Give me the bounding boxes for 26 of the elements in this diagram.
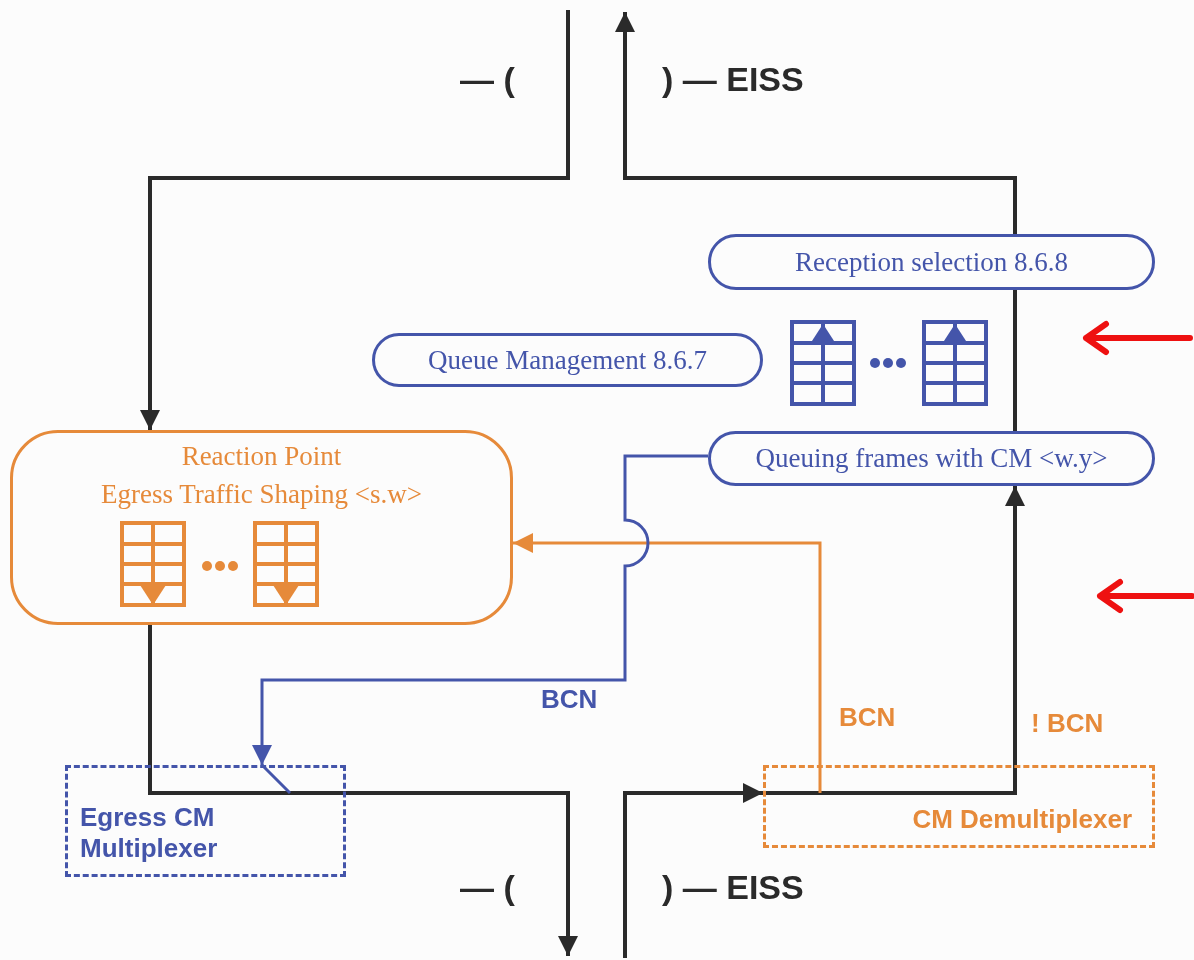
interface-label: ) — EISS xyxy=(662,60,804,99)
dashed-group-box xyxy=(763,765,1155,848)
arrow xyxy=(615,12,1017,234)
process-pill xyxy=(372,333,763,387)
box-heading: Reaction Point xyxy=(181,440,342,473)
box-label: Egress CM Multiplexer xyxy=(80,802,219,864)
arrow xyxy=(140,10,570,430)
box-label: Egress Traffic Shaping <s.w> xyxy=(101,478,422,511)
arrow xyxy=(1005,486,1025,765)
box-label: Reception selection 8.6.8 xyxy=(795,246,1068,278)
box-label: Queuing frames with CM <w.y> xyxy=(755,443,1108,474)
arrow xyxy=(623,783,763,958)
interface-label: ) — EISS xyxy=(662,868,804,907)
connector-line xyxy=(1013,290,1017,431)
interface-label: — ( xyxy=(460,868,515,907)
arrow xyxy=(513,533,822,765)
arrow xyxy=(252,454,708,765)
process-pill xyxy=(708,431,1155,486)
arrow xyxy=(346,791,578,956)
process-pill xyxy=(708,234,1155,290)
box-label: Queue Management 8.6.7 xyxy=(428,344,707,376)
interface-label: — ( xyxy=(460,60,515,99)
box-label: CM Demultiplexer xyxy=(912,804,1132,835)
dashed-group-box xyxy=(65,765,346,877)
process-box xyxy=(10,430,513,625)
connector-line xyxy=(148,625,152,765)
